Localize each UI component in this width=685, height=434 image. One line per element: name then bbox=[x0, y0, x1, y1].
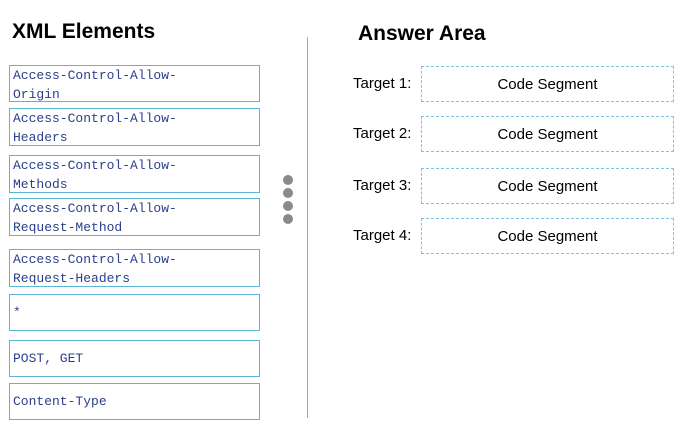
xml-elements-heading: XML Elements bbox=[12, 20, 156, 43]
element-tile-allow-request-headers[interactable]: Access-Control-Allow- Request-Headers bbox=[9, 249, 260, 287]
panel-divider bbox=[307, 37, 308, 418]
element-tile-allow-request-method[interactable]: Access-Control-Allow- Request-Method bbox=[9, 198, 260, 236]
target-1-label: Target 1: bbox=[353, 75, 412, 92]
element-tile-allow-origin[interactable]: Access-Control-Allow- Origin bbox=[9, 65, 260, 102]
target-4-label: Target 4: bbox=[353, 227, 412, 244]
target-2-drop-slot[interactable]: Code Segment bbox=[421, 116, 674, 152]
handle-dot bbox=[283, 175, 293, 185]
handle-dot bbox=[283, 188, 293, 198]
element-tile-wildcard[interactable]: * bbox=[9, 294, 260, 331]
answer-area-heading: Answer Area bbox=[358, 22, 486, 45]
element-tile-post-get[interactable]: POST, GET bbox=[9, 340, 260, 377]
target-3-label: Target 3: bbox=[353, 177, 412, 194]
vertical-dots-drag-handle-icon[interactable] bbox=[283, 175, 294, 225]
target-4-drop-slot[interactable]: Code Segment bbox=[421, 218, 674, 254]
element-tile-allow-headers[interactable]: Access-Control-Allow- Headers bbox=[9, 108, 260, 146]
target-1-drop-slot[interactable]: Code Segment bbox=[421, 66, 674, 102]
handle-dot bbox=[283, 201, 293, 211]
element-tile-allow-methods[interactable]: Access-Control-Allow- Methods bbox=[9, 155, 260, 193]
handle-dot bbox=[283, 214, 293, 224]
target-2-label: Target 2: bbox=[353, 125, 412, 142]
target-3-drop-slot[interactable]: Code Segment bbox=[421, 168, 674, 204]
element-tile-content-type[interactable]: Content-Type bbox=[9, 383, 260, 420]
